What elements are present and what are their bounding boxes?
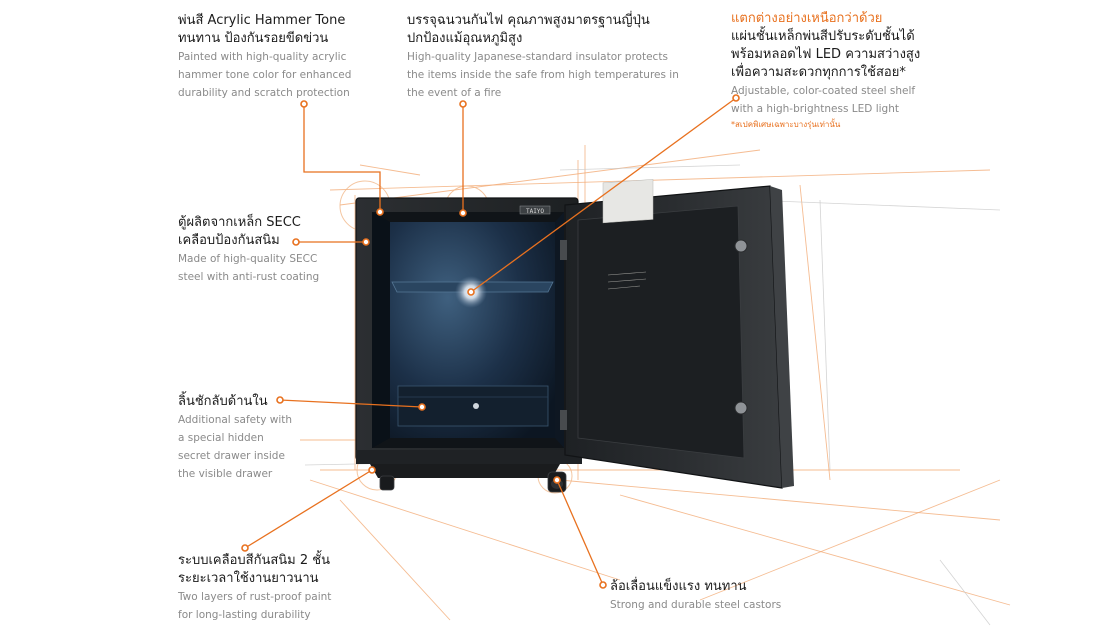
- feature-paint-desc-3: durability and scratch protection: [178, 87, 350, 99]
- feature-paint: พ่นสี Acrylic Hammer Tone ทนทาน ป้องกันร…: [178, 12, 351, 102]
- feature-shelf-title-3: เพื่อความสะดวกทุกการใช้สอย*: [731, 65, 906, 80]
- feature-shelf-desc-2: with a high-brightness LED light: [731, 103, 899, 115]
- feature-steel-desc-1: Made of high-quality SECC: [178, 253, 318, 265]
- safe-door: [560, 179, 794, 489]
- brand-plate: TAIYO: [526, 208, 544, 215]
- feature-drawer: ลิ้นชักลับด้านใน Additional safety with …: [178, 393, 292, 483]
- feature-coating-desc-1: Two layers of rust-proof paint: [178, 591, 332, 603]
- feature-shelf-note: *สเปคพิเศษเฉพาะบางรุ่นเท่านั้น: [731, 120, 841, 129]
- feature-shelf-highlight: แตกต่างอย่างเหนือกว่าด้วย: [731, 11, 883, 26]
- feature-insulator: บรรจุฉนวนกันไฟ คุณภาพสูงมาตรฐานญี่ปุ่น ป…: [407, 12, 679, 102]
- feature-insulator-desc-3: the event of a fire: [407, 87, 502, 99]
- feature-shelf-desc-1: Adjustable, color-coated steel shelf: [731, 85, 916, 97]
- feature-shelf: แตกต่างอย่างเหนือกว่าด้วย แผ่นชั้นเหล็กพ…: [731, 10, 920, 131]
- feature-paint-desc-2: hammer tone color for enhanced: [178, 69, 352, 81]
- feature-steel: ตู้ผลิตจากเหล็ก SECC เคลือบป้องกันสนิม M…: [178, 214, 319, 286]
- feature-drawer-desc-4: the visible drawer: [178, 468, 273, 480]
- feature-drawer-desc-1: Additional safety with: [178, 414, 293, 426]
- feature-castors-title-1: ล้อเลื่อนแข็งแรง ทนทาน: [610, 579, 747, 594]
- feature-insulator-title-2: ปกป้องแม้อุณหภูมิสูง: [407, 31, 523, 46]
- feature-insulator-desc-1: High-quality Japanese-standard insulator…: [407, 51, 668, 63]
- feature-drawer-desc-3: secret drawer inside: [178, 450, 285, 462]
- feature-shelf-title-1: แผ่นชั้นเหล็กพ่นสีปรับระดับชั้นได้: [731, 29, 915, 44]
- callout-lines: [244, 97, 737, 586]
- feature-steel-desc-2: steel with anti-rust coating: [178, 271, 320, 283]
- safe-body: TAIYO: [355, 197, 582, 493]
- feature-paint-title-1: พ่นสี Acrylic Hammer Tone: [178, 13, 346, 28]
- feature-shelf-title-2: พร้อมหลอดไฟ LED ความสว่างสูง: [731, 47, 921, 62]
- feature-paint-desc-1: Painted with high-quality acrylic: [178, 51, 347, 63]
- feature-coating-title-2: ระยะเวลาใช้งานยาวนาน: [178, 571, 319, 586]
- feature-steel-title-1: ตู้ผลิตจากเหล็ก SECC: [178, 215, 301, 230]
- feature-insulator-desc-2: the items inside the safe from high temp…: [407, 69, 679, 81]
- feature-castors: ล้อเลื่อนแข็งแรง ทนทาน Strong and durabl…: [610, 578, 781, 614]
- feature-drawer-title-1: ลิ้นชักลับด้านใน: [178, 394, 268, 409]
- feature-coating-title-1: ระบบเคลือบสีกันสนิม 2 ชั้น: [178, 553, 330, 568]
- callout-dots: [241, 94, 740, 589]
- feature-castors-desc-1: Strong and durable steel castors: [610, 599, 782, 611]
- feature-steel-title-2: เคลือบป้องกันสนิม: [178, 233, 280, 248]
- feature-coating-desc-2: for long-lasting durability: [178, 609, 311, 621]
- feature-insulator-title-1: บรรจุฉนวนกันไฟ คุณภาพสูงมาตรฐานญี่ปุ่น: [407, 13, 650, 28]
- feature-drawer-desc-2: a special hidden: [178, 432, 264, 444]
- feature-coating: ระบบเคลือบสีกันสนิม 2 ชั้น ระยะเวลาใช้งา…: [178, 552, 331, 624]
- feature-paint-title-2: ทนทาน ป้องกันรอยขีดข่วน: [178, 31, 329, 46]
